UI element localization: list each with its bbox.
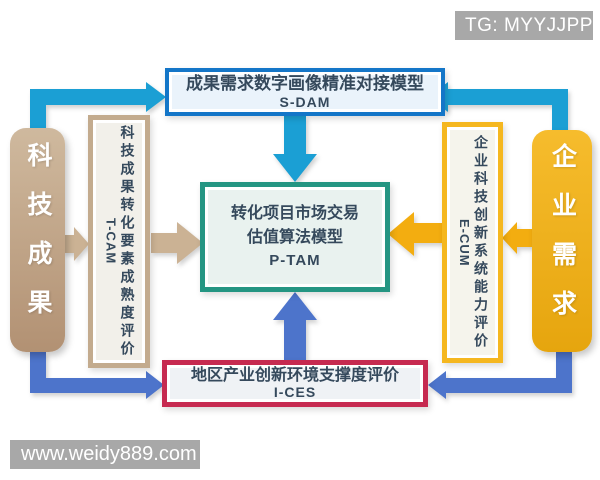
- vertical-text: 科技成果转化要素成熟度评价 T-CAM: [101, 125, 136, 359]
- node-title-line2: 估值算法模型: [246, 228, 343, 246]
- connector-segment: [448, 89, 568, 105]
- connector-segment: [30, 89, 148, 105]
- arrow-head-icon: [502, 222, 517, 254]
- arrow-head-icon: [273, 154, 317, 182]
- connector-segment: [30, 378, 146, 393]
- connector-segment: [30, 96, 46, 132]
- node-code: E-CUM: [456, 218, 472, 267]
- node-code: S-DAM: [279, 93, 331, 110]
- node-tech-achievements: 科技成果: [10, 128, 65, 352]
- arrow-head-icon: [388, 212, 414, 256]
- arrow-head-icon: [428, 371, 446, 399]
- node-p-tam: 转化项目市场交易 估值算法模型 P-TAM: [200, 182, 390, 292]
- vertical-text: 企业科技创新系统能力评价 E-CUM: [455, 135, 490, 351]
- node-s-dam: 成果需求数字画像精准对接模型 S-DAM: [165, 68, 445, 116]
- arrow-shaft: [151, 233, 177, 253]
- arrow-head-icon: [273, 292, 317, 320]
- node-title: 企业科技创新系统能力评价: [473, 134, 490, 351]
- watermark: www.weidy889.com: [10, 440, 200, 469]
- node-e-cum: 企业科技创新系统能力评价 E-CUM: [442, 122, 503, 363]
- arrow-shaft: [284, 116, 306, 156]
- telegram-badge: TG: MYYJJPP: [455, 11, 593, 40]
- node-code: T-CAM: [103, 218, 119, 265]
- node-t-cam: 科技成果转化要素成熟度评价 T-CAM: [88, 115, 150, 368]
- arrow-head-icon: [177, 222, 203, 264]
- node-title: 企业需求: [548, 143, 577, 339]
- node-title: 科技成果转化要素成熟度评价: [119, 124, 136, 359]
- node-code: I-CES: [273, 384, 317, 400]
- arrow-shaft: [63, 235, 74, 253]
- arrow-head-icon: [74, 227, 89, 261]
- connector-segment: [446, 378, 572, 393]
- node-title: 地区产业创新环境支撑度评价: [190, 366, 399, 384]
- node-i-ces: 地区产业创新环境支撑度评价 I-CES: [162, 360, 428, 407]
- node-title: 成果需求数字画像精准对接模型: [186, 74, 424, 94]
- arrow-shaft: [412, 223, 443, 243]
- arrow-shaft: [284, 318, 306, 360]
- arrow-head-icon: [146, 371, 164, 399]
- node-enterprise-demand: 企业需求: [532, 130, 592, 352]
- node-title: 科技成果: [24, 142, 52, 338]
- node-code: P-TAM: [269, 251, 321, 269]
- node-title-line1: 转化项目市场交易: [230, 204, 359, 222]
- arrow-head-icon: [146, 82, 166, 112]
- connector-segment: [552, 89, 568, 133]
- arrow-shaft: [517, 229, 533, 247]
